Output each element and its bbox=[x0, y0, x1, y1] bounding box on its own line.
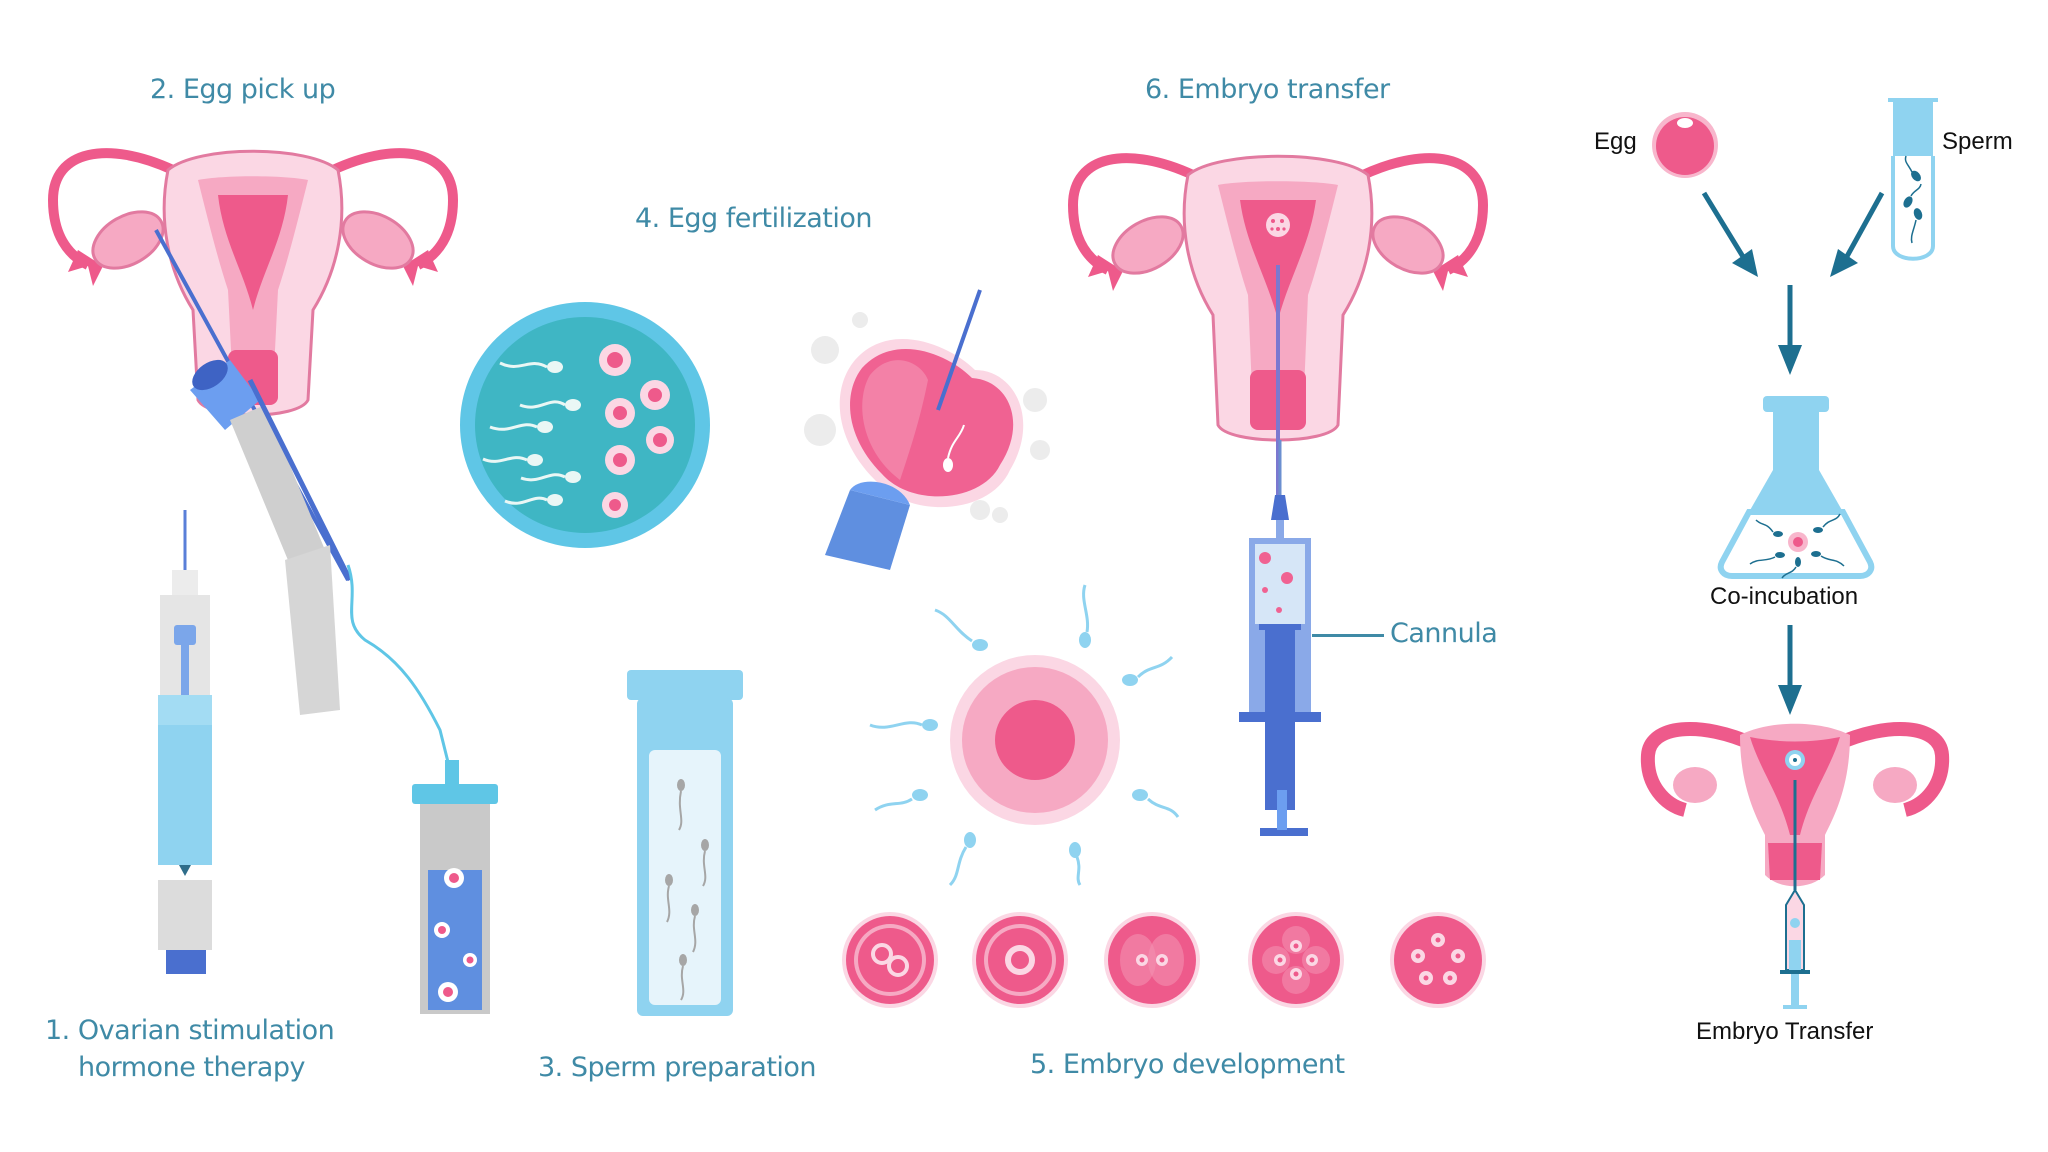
egg-collection-tube-icon bbox=[412, 760, 498, 1014]
step-3-label: 3. Sperm preparation bbox=[538, 1052, 817, 1083]
cannula-leader-line bbox=[1312, 634, 1384, 637]
coincubation-flask-icon bbox=[1717, 396, 1875, 579]
step-4-label: 4. Egg fertilization bbox=[635, 203, 873, 234]
flow-egg-label: Egg bbox=[1594, 128, 1637, 155]
embryo-zygote-icon bbox=[972, 912, 1068, 1008]
step-1-label-line2: hormone therapy bbox=[78, 1052, 305, 1083]
aspiration-tube-line bbox=[346, 564, 452, 771]
embryo-2-pronuclei-icon bbox=[842, 912, 938, 1008]
cannula-syringe-icon bbox=[1239, 440, 1321, 836]
step-1-label-line1: 1. Ovarian stimulation bbox=[45, 1015, 335, 1046]
uterus-egg-pickup-illustration bbox=[47, 148, 459, 581]
petri-dish-sperm-eggs-icon bbox=[460, 302, 710, 548]
embryo-2-cell-icon bbox=[1104, 912, 1200, 1008]
flow-sperm-tube-icon bbox=[1888, 98, 1938, 261]
embryo-4-cell-icon bbox=[1248, 912, 1344, 1008]
flow-embryo-transfer-label: Embryo Transfer bbox=[1696, 1018, 1874, 1045]
step-5-label: 5. Embryo development bbox=[1030, 1049, 1345, 1080]
embryo-stages-row bbox=[830, 910, 1520, 1010]
flow-uterus-transfer-icon bbox=[1640, 722, 1950, 1009]
flow-coincubation-label: Co-incubation bbox=[1710, 583, 1859, 610]
step-2-label: 2. Egg pick up bbox=[150, 74, 336, 105]
ultrasound-probe-icon bbox=[190, 359, 353, 715]
sperm-preparation-tube-icon bbox=[627, 670, 743, 1016]
step-6-label: 6. Embryo transfer bbox=[1145, 74, 1390, 105]
egg-fertilization-icsi-icon bbox=[804, 289, 1050, 570]
embryo-multi-cell-icon bbox=[1390, 912, 1486, 1008]
flow-sperm-label: Sperm bbox=[1942, 128, 2013, 155]
uterus-embryo-transfer-illustration bbox=[1067, 153, 1489, 505]
egg-with-sperm-icon bbox=[869, 584, 1180, 887]
hormone-injection-pen-icon bbox=[158, 510, 212, 974]
cannula-label: Cannula bbox=[1390, 618, 1498, 649]
flow-arrows bbox=[1701, 191, 1885, 715]
flow-egg-icon bbox=[1652, 112, 1718, 178]
